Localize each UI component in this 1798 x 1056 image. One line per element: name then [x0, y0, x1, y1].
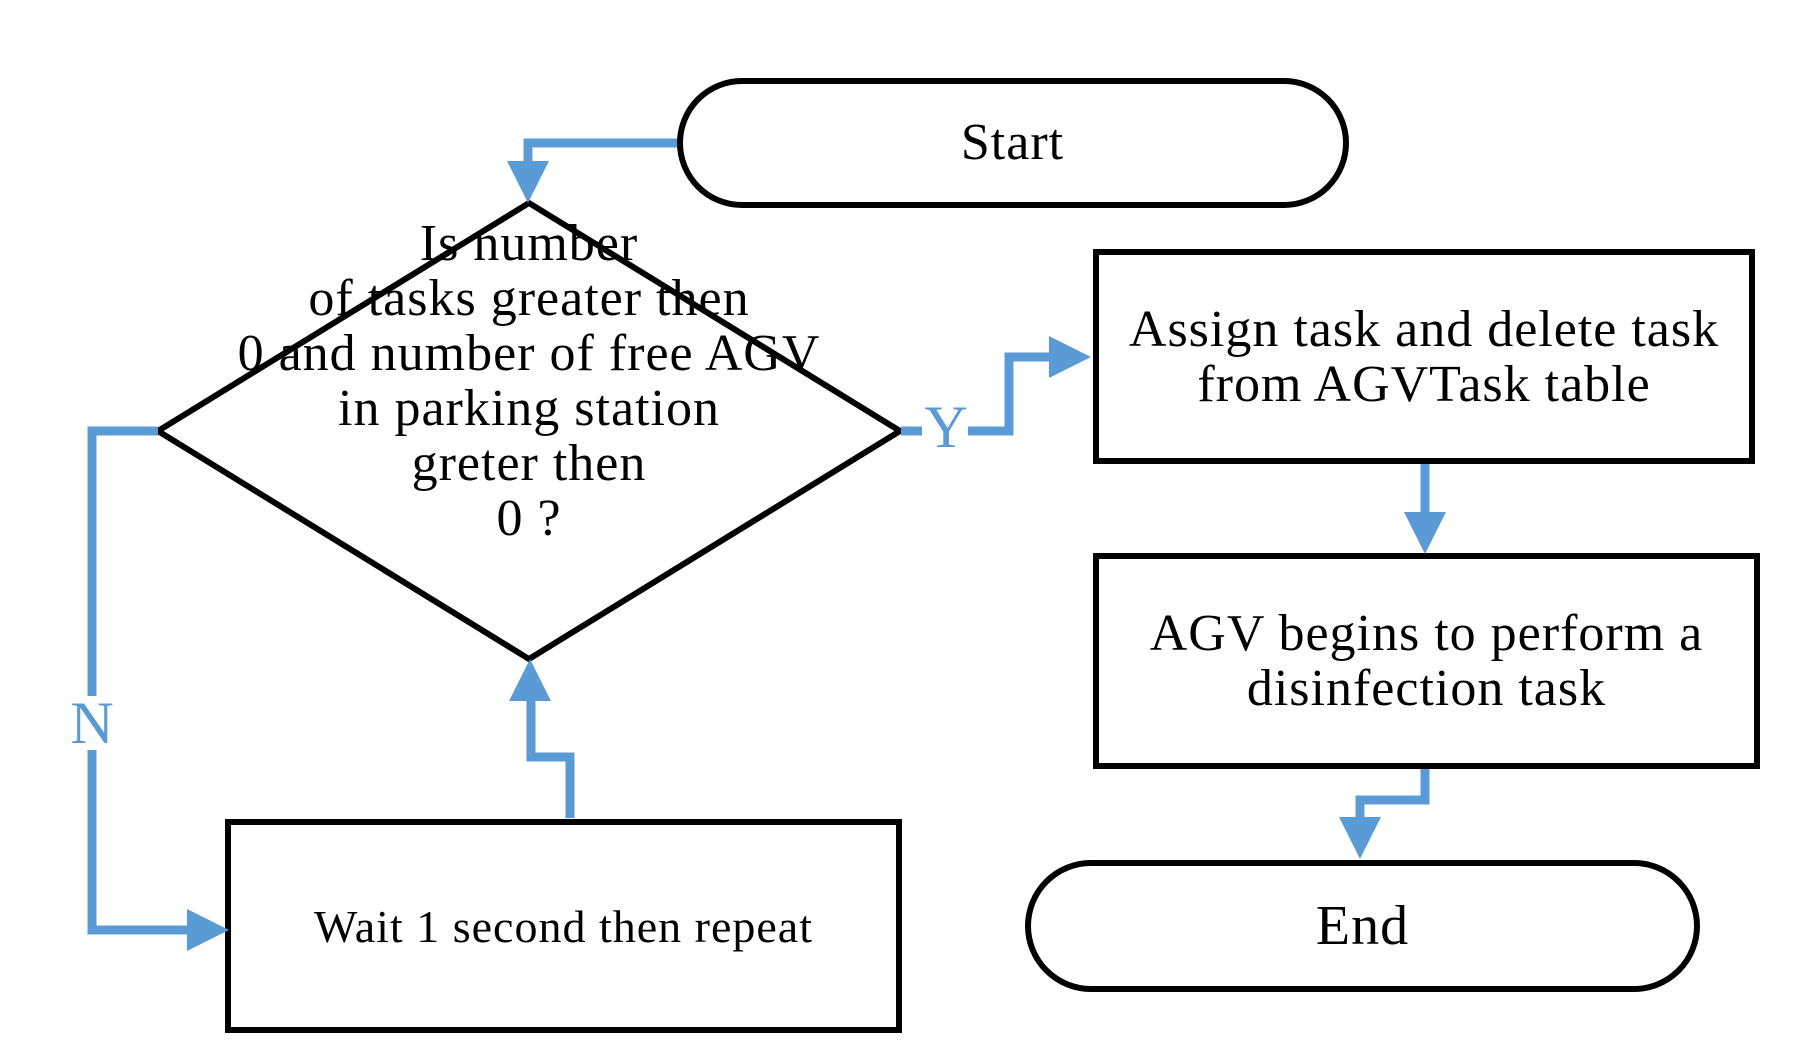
- edge-wait-to-decision: [509, 659, 575, 818]
- end-node-shape: [1025, 860, 1700, 992]
- start-node-shape: [677, 78, 1349, 208]
- wait-node-shape: [225, 819, 902, 1033]
- decision-node-shape: [152, 199, 906, 663]
- edge-assign-to-perform: [1404, 464, 1446, 554]
- edge-decision-to-wait: [87, 426, 229, 951]
- edge-perform-to-end: [1339, 769, 1430, 859]
- edge-start-to-decision: [507, 138, 677, 203]
- assign-node-shape: [1093, 249, 1755, 464]
- perform-node-shape: [1093, 553, 1760, 769]
- edge-decision-to-assign: [901, 336, 1091, 436]
